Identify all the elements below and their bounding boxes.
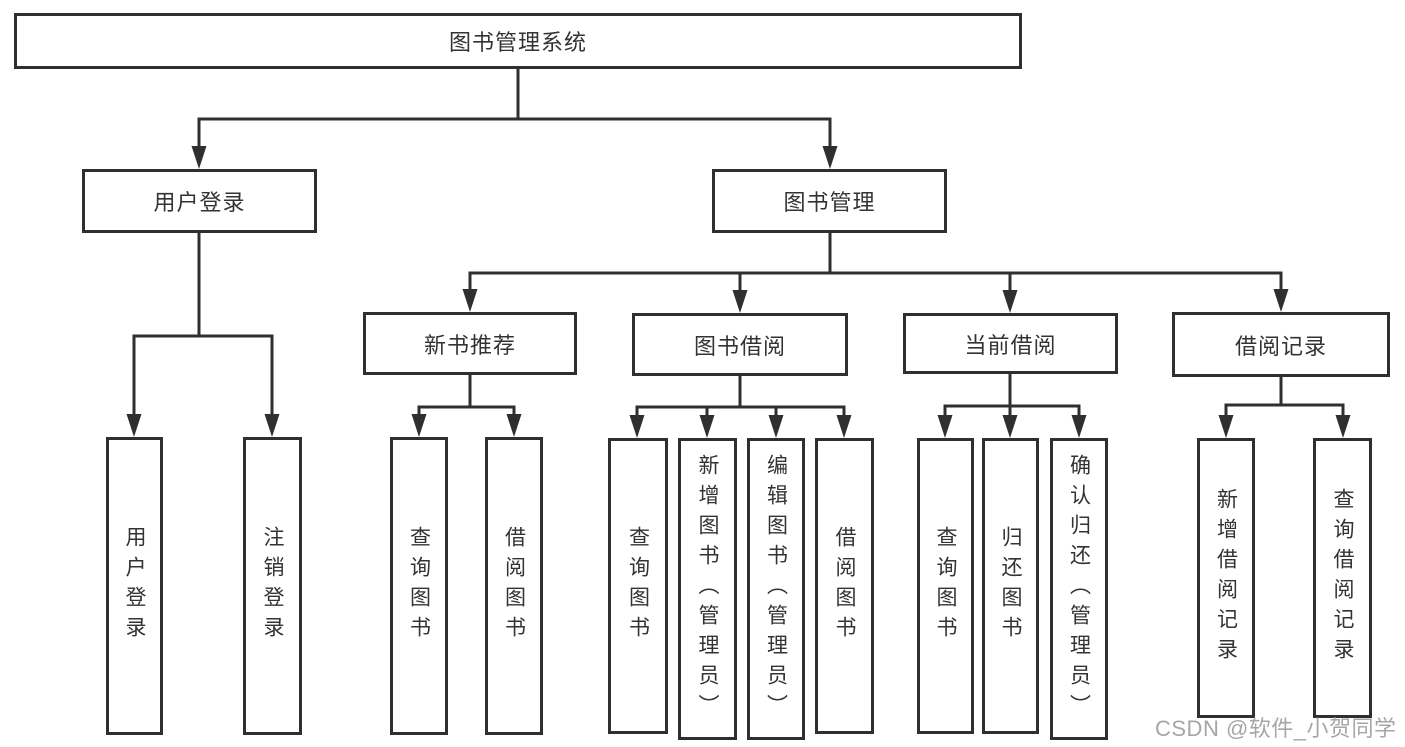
node-new-book-recommend: 新书推荐: [363, 312, 577, 375]
leaf-current-query-books-label: 查询图书: [934, 526, 957, 646]
leaf-records-add-record-label: 新增借阅记录: [1214, 488, 1238, 668]
leaf-borrow-edit-books-admin: 编辑图书（管理员）: [747, 438, 805, 740]
leaf-borrow-add-books-admin: 新增图书（管理员）: [678, 438, 737, 740]
leaf-recommend-query-books-label: 查询图书: [407, 526, 431, 646]
leaf-user-login-label: 用户登录: [123, 526, 146, 646]
leaf-borrow-add-books-admin-label: 新增图书（管理员）: [696, 454, 719, 724]
node-book-borrow: 图书借阅: [632, 313, 848, 376]
leaf-borrow-edit-books-admin-label: 编辑图书（管理员）: [764, 454, 788, 724]
leaf-records-query-record: 查询借阅记录: [1313, 438, 1372, 718]
leaf-records-query-record-label: 查询借阅记录: [1331, 488, 1354, 668]
leaf-current-confirm-return-admin: 确认归还（管理员）: [1050, 438, 1108, 740]
node-borrow-records: 借阅记录: [1172, 312, 1390, 377]
leaf-borrow-query-books: 查询图书: [608, 438, 668, 734]
leaf-recommend-borrow-books: 借阅图书: [485, 437, 543, 735]
leaf-logout: 注销登录: [243, 437, 302, 735]
node-root: 图书管理系统: [14, 13, 1022, 69]
leaf-current-confirm-return-admin-label: 确认归还（管理员）: [1067, 454, 1091, 724]
leaf-logout-label: 注销登录: [261, 526, 284, 646]
arrowheads: [126, 146, 1351, 438]
leaf-borrow-borrow-books-label: 借阅图书: [833, 526, 856, 646]
leaf-records-add-record: 新增借阅记录: [1197, 438, 1255, 718]
leaf-borrow-borrow-books: 借阅图书: [815, 438, 874, 734]
leaf-current-query-books: 查询图书: [917, 438, 974, 734]
leaf-current-return-books-label: 归还图书: [999, 526, 1022, 646]
node-user-login: 用户登录: [82, 169, 317, 233]
leaf-current-return-books: 归还图书: [982, 438, 1039, 734]
node-current-borrow: 当前借阅: [903, 313, 1118, 374]
leaf-recommend-borrow-books-label: 借阅图书: [502, 526, 526, 646]
leaf-borrow-query-books-label: 查询图书: [626, 526, 650, 646]
node-book-management: 图书管理: [712, 169, 947, 233]
leaf-user-login: 用户登录: [106, 437, 163, 735]
csdn-watermark: CSDN @软件_小贺同学: [1155, 716, 1397, 741]
leaf-recommend-query-books: 查询图书: [390, 437, 448, 735]
